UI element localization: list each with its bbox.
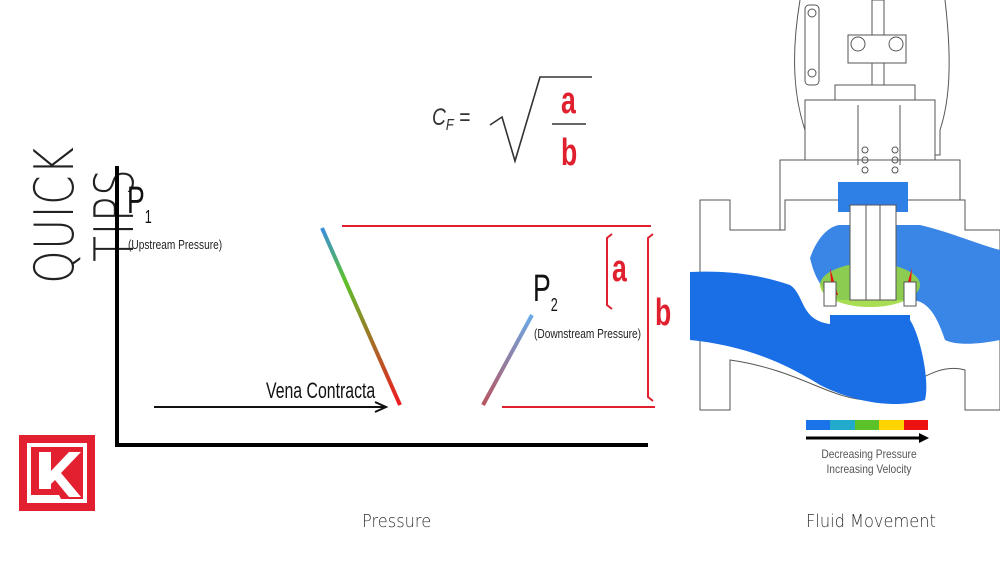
- bracket-a-label: a: [612, 248, 627, 290]
- fluid-movement-caption: Fluid Movement: [806, 511, 936, 532]
- square-root-symbol: [489, 76, 592, 164]
- downstream-pressure-note: (Downstream Pressure): [534, 326, 642, 341]
- bracket-b: [647, 233, 654, 402]
- pressure-recovery-line: [481, 314, 534, 406]
- fluid-flow-region: [690, 271, 927, 405]
- legend-line-2: Increasing Velocity: [826, 462, 912, 476]
- legend-line-1: Decreasing Pressure: [821, 447, 917, 461]
- pressure-velocity-color-scale: [806, 420, 929, 430]
- bracket-b-label: b: [655, 292, 672, 334]
- color-swatch-red: [903, 420, 929, 430]
- k-brand-logo-icon: [19, 435, 95, 511]
- bracket-a: [606, 233, 613, 310]
- color-swatch-green: [854, 420, 880, 430]
- arrow-head-icon: [374, 401, 389, 413]
- formula-numerator: a: [561, 80, 576, 122]
- pressure-diagram: [115, 166, 655, 447]
- flow-direction-arrow-icon: [806, 433, 929, 443]
- color-swatch-yellow: [879, 420, 904, 430]
- color-swatch-cyan: [830, 420, 855, 430]
- p2-label: P2: [533, 268, 558, 315]
- vena-contracta-label: Vena Contracta: [266, 378, 376, 403]
- valve-cross-section-illustration: [690, 0, 1000, 411]
- formula-denominator: b: [561, 132, 578, 174]
- formula-lhs: CF =: [432, 104, 471, 134]
- pressure-caption: Pressure: [362, 511, 432, 532]
- pressure-drop-line: [320, 227, 402, 406]
- upstream-pressure-note: (Upstream Pressure): [128, 237, 223, 252]
- p1-label: P1: [127, 180, 152, 227]
- color-swatch-blue: [806, 420, 831, 430]
